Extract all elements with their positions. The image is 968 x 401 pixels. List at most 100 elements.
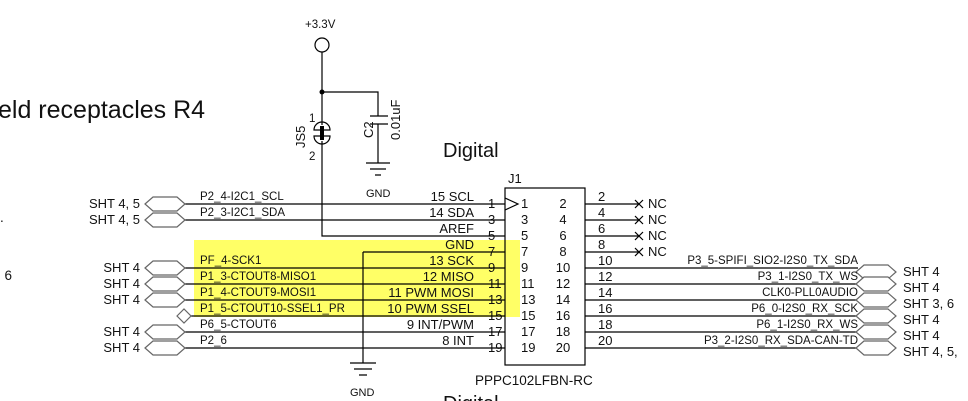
connector-pin-number: 12 (598, 269, 612, 284)
sheet-reference[interactable]: SHT 4 (103, 260, 140, 275)
pin-function-label: 15 SCL (431, 189, 474, 204)
connector-pin-number: 5 (488, 228, 495, 243)
sheet-title: eld receptacles R4 (0, 96, 205, 124)
pin-function-label: 13 SCK (429, 253, 474, 268)
sheet-reference[interactable]: SHT 4 (103, 292, 140, 307)
no-connect-icon (585, 247, 644, 257)
left-fragment: . (0, 210, 4, 225)
offpage-connector[interactable] (855, 276, 897, 292)
connector-inner-pin: 18 (556, 324, 570, 339)
connector-inner-pin: 9 (521, 260, 528, 275)
offpage-connector[interactable] (855, 324, 897, 340)
net-label: P2_3-I2C1_SDA (200, 207, 285, 219)
net-label: P1_5-CTOUT10-SSEL1_PR (200, 303, 345, 315)
net-port-icon (176, 308, 192, 324)
connector-inner-pin: 17 (521, 324, 535, 339)
connector-body (504, 187, 586, 366)
jumper-pin1: 1 (309, 113, 315, 125)
pin-function-label: GND (445, 237, 474, 252)
pin-function-label: 8 INT (442, 333, 474, 348)
pin-function-label: 10 PWM SSEL (387, 301, 474, 316)
sheet-reference[interactable]: SHT 4 (903, 280, 940, 295)
ground-icon (350, 251, 505, 376)
connector-inner-pin: 4 (559, 212, 566, 227)
pin-function-label: 9 INT/PWM (407, 317, 474, 332)
offpage-connector[interactable] (144, 276, 186, 292)
net-label: P2_4-I2C1_SCL (200, 191, 284, 203)
highlight-region (194, 240, 520, 317)
connector-part: PPPC102LFBN-RC (475, 373, 593, 388)
net-label: PF_4-SCK1 (200, 255, 261, 267)
left-fragment: , 6 (0, 268, 12, 283)
offpage-connector[interactable] (144, 212, 186, 228)
offpage-connector[interactable] (144, 340, 186, 356)
nc-label: NC (648, 228, 667, 243)
pin-function-label: 11 PWM MOSI (388, 285, 474, 300)
solder-jumper-icon (313, 121, 331, 145)
offpage-connector[interactable] (855, 292, 897, 308)
connector-inner-pin: 12 (556, 276, 570, 291)
pin-function-label: AREF (439, 221, 474, 236)
connector-inner-pin: 19 (521, 340, 535, 355)
connector-pin-number: 8 (598, 237, 605, 252)
connector-pin-number: 6 (598, 221, 605, 236)
sheet-reference[interactable]: SHT 4 (103, 340, 140, 355)
connector-inner-pin: 13 (521, 292, 535, 307)
sheet-reference[interactable]: SHT 4, 5 (89, 196, 140, 211)
capacitor-ref: C2 (361, 121, 376, 138)
connector-pin-number: 2 (598, 189, 605, 204)
sheet-reference[interactable]: SHT 4, 5, (903, 344, 958, 359)
offpage-connector[interactable] (144, 324, 186, 340)
net-label: P1_3-CTOUT8-MISO1 (200, 271, 316, 283)
jumper-ref: JS5 (293, 126, 308, 148)
net-label: P3_2-I2S0_RX_SDA-CAN-TD (704, 335, 858, 347)
sheet-reference[interactable]: SHT 4 (903, 264, 940, 279)
section-label: Digital (443, 140, 499, 162)
connector-inner-pin: 5 (521, 228, 528, 243)
sheet-reference[interactable]: SHT 3, 6 (903, 296, 954, 311)
connector-inner-pin: 15 (521, 308, 535, 323)
offpage-connector[interactable] (855, 340, 897, 356)
sheet-reference[interactable]: SHT 4, 5 (89, 212, 140, 227)
net-label: P2_6 (200, 335, 227, 347)
connector-pin-number: 20 (598, 333, 612, 348)
sheet-reference[interactable]: SHT 4 (903, 328, 940, 343)
connector-inner-pin: 10 (556, 260, 570, 275)
sheet-reference[interactable]: SHT 4 (903, 312, 940, 327)
ground-label: GND (366, 188, 391, 200)
connector-pin-number: 4 (598, 205, 605, 220)
net-label: P3_5-SPIFI_SIO2-I2S0_TX_SDA (687, 255, 858, 267)
connector-inner-pin: 20 (556, 340, 570, 355)
sheet-reference[interactable]: SHT 4 (103, 324, 140, 339)
sheet-reference[interactable]: SHT 4 (103, 276, 140, 291)
offpage-connector[interactable] (855, 308, 897, 324)
no-connect-icon (585, 199, 644, 209)
pin-function-label: 14 SDA (429, 205, 474, 220)
offpage-connector[interactable] (144, 292, 186, 308)
connector-inner-pin: 1 (521, 196, 528, 211)
power-label: +3.3V (305, 19, 336, 31)
connector-ref: J1 (508, 171, 522, 186)
connector-inner-pin: 3 (521, 212, 528, 227)
pin-function-label: 12 MISO (423, 269, 474, 284)
capacitor-icon (322, 91, 390, 176)
no-connect-icon (585, 215, 644, 225)
connector-inner-pin: 11 (521, 276, 535, 291)
net-label: P6_1-I2S0_RX_WS (756, 319, 858, 331)
connector-pin-number: 16 (598, 301, 612, 316)
net-label: P6_0-I2S0_RX_SCK (751, 303, 858, 315)
power-port-icon (314, 37, 330, 53)
net-label: P1_4-CTOUT9-MOSI1 (200, 287, 316, 299)
nc-label: NC (648, 244, 667, 259)
connector-inner-pin: 14 (556, 292, 570, 307)
wire (321, 52, 505, 237)
offpage-connector[interactable] (144, 196, 186, 212)
connector-inner-pin: 2 (559, 196, 566, 211)
connector-pin-number: 10 (598, 253, 612, 268)
pin1-marker-icon (504, 197, 520, 211)
offpage-connector[interactable] (144, 260, 186, 276)
nc-label: NC (648, 212, 667, 227)
net-label: CLK0-PLL0AUDIO (762, 287, 858, 299)
no-connect-icon (585, 231, 644, 241)
